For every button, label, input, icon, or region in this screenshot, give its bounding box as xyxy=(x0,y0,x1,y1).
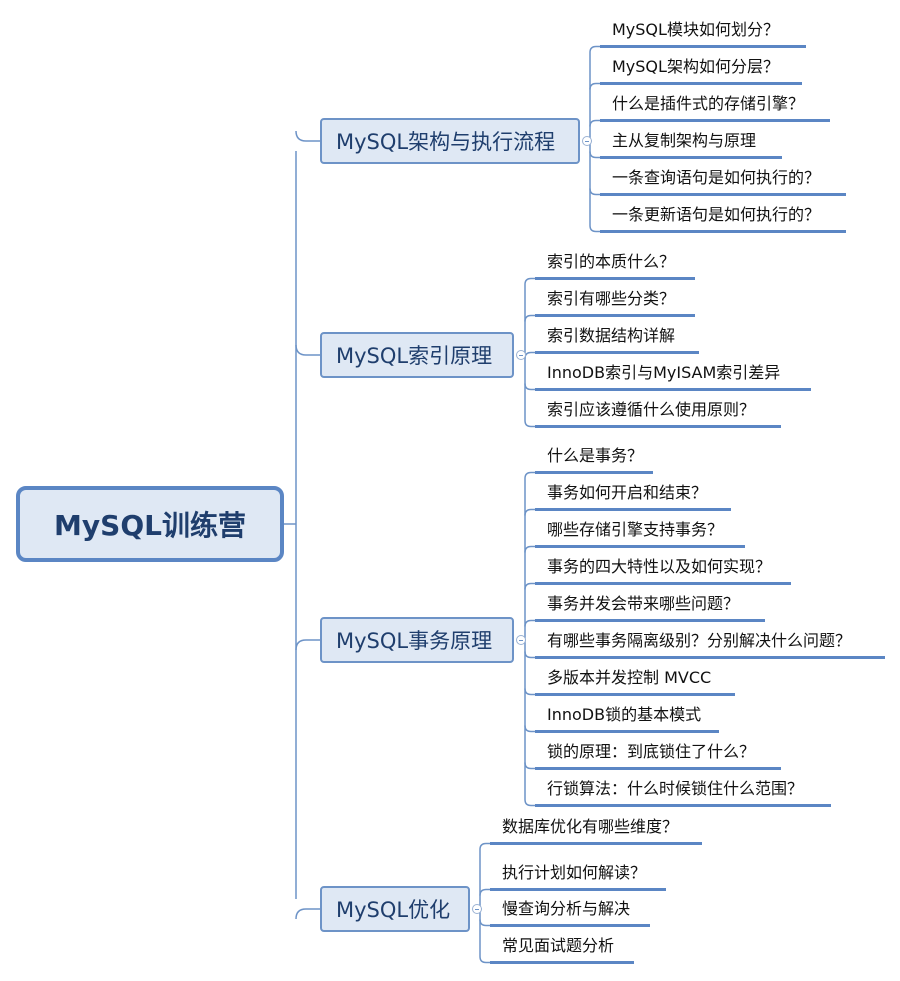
leaf-node[interactable]: MySQL模块如何划分？ xyxy=(600,14,806,48)
leaf-label: 索引的本质什么？ xyxy=(547,252,676,271)
leaf-label: 锁的原理：到底锁住了什么？ xyxy=(547,742,756,761)
root-label: MySQL训练营 xyxy=(54,509,246,542)
connector-line xyxy=(524,688,535,696)
branch-optimization[interactable]: MySQL优化 xyxy=(320,886,470,932)
leaf-node[interactable]: 一条更新语句是如何执行的？ xyxy=(600,199,846,233)
branch-transaction[interactable]: MySQL事务原理 xyxy=(320,617,514,663)
connector-line xyxy=(589,151,600,159)
leaf-label: 索引有哪些分类？ xyxy=(547,289,676,308)
leaf-node[interactable]: 常见面试题分析 xyxy=(490,930,634,964)
leaf-node[interactable]: 行锁算法：什么时候锁住什么范围？ xyxy=(535,773,831,807)
leaf-label: 数据库优化有哪些维度？ xyxy=(502,817,679,836)
leaf-node[interactable]: 执行计划如何解读？ xyxy=(490,857,666,891)
leaf-node[interactable]: 有哪些事务隔离级别？分别解决什么问题？ xyxy=(535,625,885,659)
connector-line xyxy=(295,130,320,142)
leaf-label: 什么是插件式的存储引擎？ xyxy=(612,94,805,113)
connector-line xyxy=(524,582,535,590)
root-node[interactable]: MySQL训练营 xyxy=(16,486,284,562)
collapse-toggle-icon[interactable] xyxy=(582,136,592,146)
branch-architecture[interactable]: MySQL架构与执行流程 xyxy=(320,118,580,164)
leaf-label: 事务的四大特性以及如何实现？ xyxy=(547,557,772,576)
connector-line xyxy=(524,508,535,516)
leaf-label: 执行计划如何解读？ xyxy=(502,863,647,882)
leaf-label: 事务并发会带来哪些问题？ xyxy=(547,594,740,613)
leaf-label: 什么是事务？ xyxy=(547,446,644,465)
connector-line xyxy=(524,351,535,359)
connector-line xyxy=(479,919,490,927)
branch-label: MySQL架构与执行流程 xyxy=(336,130,556,154)
connector-line xyxy=(295,908,320,920)
leaf-node[interactable]: 事务并发会带来哪些问题？ xyxy=(535,588,765,622)
connector-line xyxy=(524,762,535,770)
collapse-toggle-icon[interactable] xyxy=(516,635,526,645)
leaf-label: MySQL架构如何分层？ xyxy=(612,57,779,76)
leaf-node[interactable]: 索引数据结构详解 xyxy=(535,320,699,354)
leaf-node[interactable]: 索引有哪些分类？ xyxy=(535,283,695,317)
leaf-label: 哪些存储引擎支持事务？ xyxy=(547,520,724,539)
leaf-label: InnoDB索引与MyISAM索引差异 xyxy=(547,363,781,382)
connector-line xyxy=(524,314,535,322)
connector-line xyxy=(589,82,600,90)
leaf-label: 行锁算法：什么时候锁住什么范围？ xyxy=(547,779,804,798)
leaf-label: 索引数据结构详解 xyxy=(547,326,676,345)
leaf-node[interactable]: 什么是事务？ xyxy=(535,440,653,474)
connector-line xyxy=(589,188,600,196)
collapse-toggle-icon[interactable] xyxy=(516,350,526,360)
connector-line xyxy=(524,471,535,479)
leaf-node[interactable]: 主从复制架构与原理 xyxy=(600,125,782,159)
leaf-node[interactable]: 什么是插件式的存储引擎？ xyxy=(600,88,830,122)
connector-line xyxy=(524,619,535,627)
leaf-label: 一条更新语句是如何执行的？ xyxy=(612,205,821,224)
connector-line xyxy=(589,45,600,53)
leaf-node[interactable]: MySQL架构如何分层？ xyxy=(600,51,802,85)
leaf-label: 一条查询语句是如何执行的？ xyxy=(612,168,821,187)
branch-label: MySQL事务原理 xyxy=(336,629,493,653)
collapse-toggle-icon[interactable] xyxy=(472,904,482,914)
leaf-node[interactable]: 索引的本质什么？ xyxy=(535,246,695,280)
connector-line xyxy=(479,842,490,850)
leaf-node[interactable]: 数据库优化有哪些维度？ xyxy=(490,811,702,845)
connector-line xyxy=(524,725,535,733)
connector-line xyxy=(479,888,490,896)
leaf-node[interactable]: 事务如何开启和结束？ xyxy=(535,477,731,511)
connector-line xyxy=(295,344,320,356)
leaf-label: 常见面试题分析 xyxy=(502,936,615,955)
connector-line xyxy=(524,420,535,428)
branch-label: MySQL索引原理 xyxy=(336,344,493,368)
leaf-node[interactable]: InnoDB锁的基本模式 xyxy=(535,699,719,733)
leaf-label: 主从复制架构与原理 xyxy=(612,131,757,150)
connector-line xyxy=(524,799,535,807)
leaf-label: 多版本并发控制 MVCC xyxy=(547,668,712,687)
leaf-node[interactable]: 慢查询分析与解决 xyxy=(490,893,650,927)
connector-line xyxy=(295,639,320,651)
leaf-label: 索引应该遵循什么使用原则？ xyxy=(547,400,756,419)
connector-line xyxy=(524,277,535,285)
connector-line xyxy=(589,225,600,233)
branch-index[interactable]: MySQL索引原理 xyxy=(320,332,514,378)
leaf-label: MySQL模块如何划分？ xyxy=(612,20,779,39)
leaf-node[interactable]: 一条查询语句是如何执行的？ xyxy=(600,162,846,196)
connector-line xyxy=(524,651,535,659)
leaf-node[interactable]: 锁的原理：到底锁住了什么？ xyxy=(535,736,781,770)
leaf-node[interactable]: 索引应该遵循什么使用原则？ xyxy=(535,394,781,428)
leaf-label: 有哪些事务隔离级别？分别解决什么问题？ xyxy=(547,631,852,650)
leaf-node[interactable]: 多版本并发控制 MVCC xyxy=(535,662,735,696)
connector-line xyxy=(524,383,535,391)
branch-label: MySQL优化 xyxy=(336,898,451,922)
connector-line xyxy=(524,545,535,553)
leaf-label: InnoDB锁的基本模式 xyxy=(547,705,702,724)
leaf-node[interactable]: 事务的四大特性以及如何实现？ xyxy=(535,551,791,585)
connector-line xyxy=(589,119,600,127)
leaf-label: 事务如何开启和结束？ xyxy=(547,483,708,502)
connector-line xyxy=(479,956,490,964)
leaf-node[interactable]: 哪些存储引擎支持事务？ xyxy=(535,514,745,548)
leaf-label: 慢查询分析与解决 xyxy=(502,899,631,918)
leaf-node[interactable]: InnoDB索引与MyISAM索引差异 xyxy=(535,357,811,391)
